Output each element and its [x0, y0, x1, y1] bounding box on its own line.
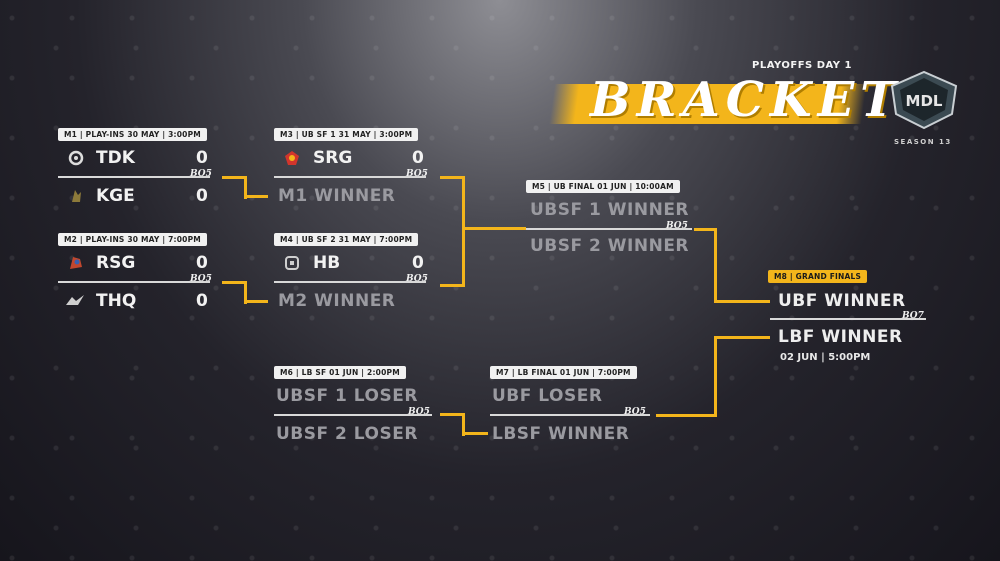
team-name: THQ	[96, 291, 137, 311]
match-tag-m4: M4 | UB SF 2 31 MAY | 7:00PM	[274, 233, 419, 246]
team-score: 0	[412, 253, 424, 273]
thq-logo-icon	[64, 291, 84, 311]
team-score: 0	[412, 148, 424, 168]
match-tag-m1: M1 | PLAY-INS 30 MAY | 3:00PM	[58, 128, 207, 141]
bracket-connector	[244, 300, 268, 303]
hb-logo-icon	[282, 253, 302, 273]
match-tag-m3: M3 | UB SF 1 31 MAY | 3:00PM	[274, 128, 419, 141]
team-score: 0	[196, 186, 208, 206]
match-divider	[274, 414, 432, 416]
tbd-slot: LBF WINNER	[778, 327, 903, 347]
bracket-connector	[440, 176, 465, 287]
league-logo-text: MDL	[906, 92, 943, 110]
tbd-slot: UBSF 2 LOSER	[276, 424, 418, 444]
best-of-label: BO5	[406, 274, 428, 284]
tbd-slot: UBF LOSER	[492, 386, 603, 406]
match-divider	[770, 318, 926, 320]
bracket-connector	[222, 176, 247, 199]
match-tag-m7: M7 | LB FINAL 01 JUN | 7:00PM	[490, 366, 637, 379]
srg-logo-icon	[282, 148, 302, 168]
match-divider	[58, 281, 210, 283]
bracket-connector	[656, 336, 717, 417]
team-score: 0	[196, 148, 208, 168]
match-tag-m8: M8 | GRAND FINALS	[768, 270, 868, 283]
bracket-connector	[714, 336, 770, 339]
bracket-connector	[714, 300, 770, 303]
bracket-connector	[440, 413, 465, 436]
team-name: RSG	[96, 253, 136, 273]
tbd-slot: UBF WINNER	[778, 291, 906, 311]
best-of-label: BO7	[902, 311, 924, 321]
team-name: HB	[313, 253, 341, 273]
match-tag-m6: M6 | LB SF 01 JUN | 2:00PM	[274, 366, 406, 379]
bracket-connector	[244, 195, 268, 198]
match-divider	[58, 176, 210, 178]
best-of-label: BO5	[406, 169, 428, 179]
tbd-slot: UBSF 1 WINNER	[530, 200, 690, 220]
team-name: TDK	[96, 148, 135, 168]
match-tag-m2: M2 | PLAY-INS 30 MAY | 7:00PM	[58, 233, 207, 246]
kge-logo-icon	[66, 186, 86, 206]
team-name: KGE	[96, 186, 135, 206]
best-of-label: BO5	[190, 274, 212, 284]
best-of-label: BO5	[624, 407, 646, 417]
page-title: BRACKET	[590, 72, 902, 128]
match-divider	[274, 176, 426, 178]
bracket-connector	[462, 432, 488, 435]
team-score: 0	[196, 291, 208, 311]
team-name: SRG	[313, 148, 353, 168]
best-of-label: BO5	[666, 221, 688, 231]
bracket-connector	[694, 228, 717, 303]
season-label: SEASON 13	[894, 138, 952, 146]
league-logo: MDL	[882, 66, 966, 136]
tbd-slot: M2 WINNER	[278, 291, 396, 311]
tbd-slot: M1 WINNER	[278, 186, 396, 206]
match-tag-m5: M5 | UB FINAL 01 JUN | 10:00AM	[526, 180, 680, 193]
match-divider	[274, 281, 426, 283]
match-date: 02 JUN | 5:00PM	[780, 352, 871, 363]
best-of-label: BO5	[408, 407, 430, 417]
bracket-connector	[222, 281, 247, 304]
tbd-slot: LBSF WINNER	[492, 424, 630, 444]
subtitle: PLAYOFFS DAY 1	[752, 60, 852, 71]
match-divider	[526, 228, 692, 230]
bracket-connector	[462, 227, 526, 230]
best-of-label: BO5	[190, 169, 212, 179]
team-score: 0	[196, 253, 208, 273]
tbd-slot: UBSF 1 LOSER	[276, 386, 418, 406]
tdk-logo-icon	[66, 148, 86, 168]
rsg-logo-icon	[66, 253, 86, 273]
tbd-slot: UBSF 2 WINNER	[530, 236, 690, 256]
match-divider	[490, 414, 650, 416]
